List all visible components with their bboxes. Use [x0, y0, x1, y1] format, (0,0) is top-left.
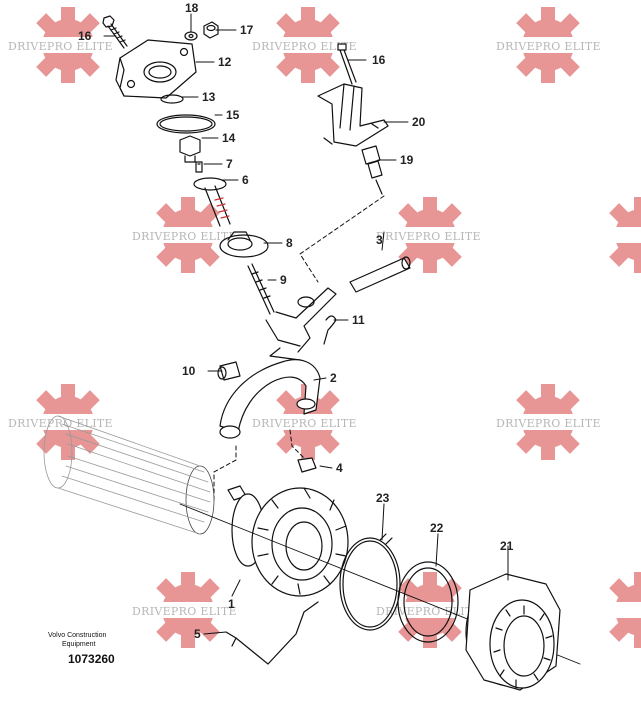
pin-7 — [195, 161, 203, 173]
callout-12: 12 — [218, 55, 232, 69]
callout-3: 3 — [376, 233, 383, 247]
watermark-text: DRIVEPRO ELITE — [252, 417, 357, 430]
callout-17: 17 — [240, 23, 254, 37]
rod-9 — [247, 263, 275, 315]
diaphragm-8 — [219, 231, 269, 258]
pin-10 — [217, 361, 241, 381]
callout-16-right: 16 — [372, 53, 386, 67]
spring-wire-5-end — [225, 631, 237, 647]
callout-22: 22 — [430, 521, 444, 535]
credit-line-2: Equipment — [62, 641, 96, 648]
watermark-texts: DRIVEPRO ELITE DRIVEPRO ELITE DRIVEPRO E… — [8, 40, 601, 618]
watermark-text: DRIVEPRO ELITE — [376, 605, 481, 618]
sensor-19 — [361, 145, 383, 195]
callout-4: 4 — [336, 461, 343, 475]
watermark-text: DRIVEPRO ELITE — [8, 417, 113, 430]
watermark-text: DRIVEPRO ELITE — [132, 605, 237, 618]
callout-15: 15 — [226, 108, 240, 122]
watermark-text: DRIVEPRO ELITE — [496, 40, 601, 53]
shift-lever — [265, 287, 337, 361]
callout-9: 9 — [280, 273, 287, 287]
callout-21: 21 — [500, 539, 514, 553]
callout-16: 16 — [78, 29, 92, 43]
coupling-sleeve-1 — [231, 487, 349, 597]
fitting-14 — [179, 135, 201, 163]
callout-20: 20 — [412, 115, 426, 129]
callout-2: 2 — [330, 371, 337, 385]
watermark-text: DRIVEPRO ELITE — [132, 230, 237, 243]
watermark-text: DRIVEPRO ELITE — [496, 417, 601, 430]
callout-11: 11 — [352, 313, 365, 327]
callout-14: 14 — [222, 131, 236, 145]
nut-17 — [203, 21, 219, 39]
bracket-20 — [317, 83, 389, 147]
shaft-6 — [193, 177, 231, 227]
watermark-text: DRIVEPRO ELITE — [8, 40, 113, 53]
callout-19: 19 — [400, 153, 414, 167]
flange-12 — [115, 39, 197, 99]
shift-fork-2 — [219, 359, 321, 439]
callout-13: 13 — [202, 90, 216, 104]
callout-5: 5 — [194, 627, 201, 641]
callout-labels: 16 18 17 12 13 15 14 7 6 8 9 11 10 2 4 1… — [78, 1, 514, 641]
bolt-16 — [102, 15, 128, 49]
ring-22 — [397, 561, 459, 643]
callout-18: 18 — [185, 1, 199, 15]
bolt-16-right — [337, 43, 357, 85]
snap-ring-23 — [339, 533, 401, 631]
callout-23: 23 — [376, 491, 390, 505]
callout-1: 1 — [228, 597, 235, 611]
callout-6: 6 — [242, 173, 249, 187]
ring-15 — [156, 114, 216, 134]
callout-7: 7 — [226, 157, 233, 171]
pad-4 — [297, 457, 317, 473]
credit-line-1: Volvo Construction — [48, 632, 107, 639]
washer-18 — [184, 31, 198, 41]
splined-shaft — [43, 415, 215, 535]
callout-10: 10 — [182, 364, 196, 378]
spring-wire-5 — [235, 601, 319, 665]
o-ring-13 — [160, 94, 184, 104]
gear-21 — [465, 573, 561, 691]
callout-8: 8 — [286, 236, 293, 250]
watermark-text: DRIVEPRO ELITE — [252, 40, 357, 53]
part-number: 1073260 — [68, 652, 115, 666]
watermark-text: DRIVEPRO ELITE — [376, 230, 481, 243]
pin-3 — [349, 256, 411, 293]
